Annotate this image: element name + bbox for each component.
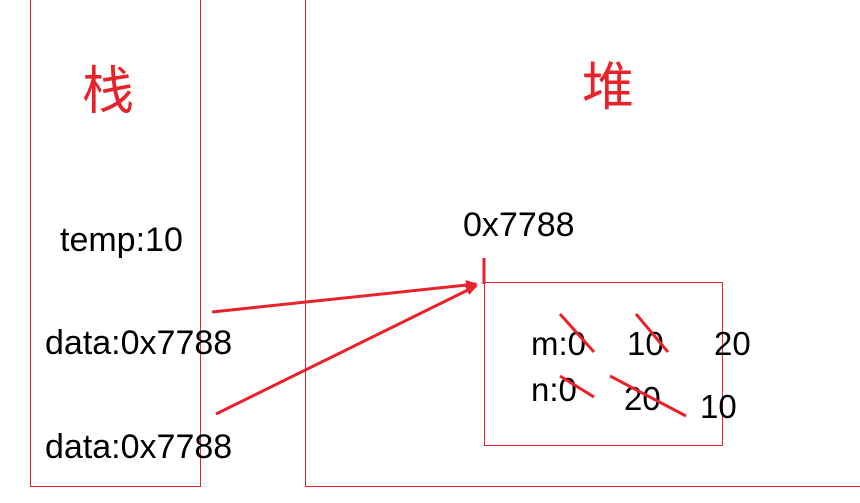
heap-object-box xyxy=(484,282,723,446)
heap-region xyxy=(305,0,860,487)
field-n-value-2: 10 xyxy=(700,388,737,425)
temp-variable: temp:10 xyxy=(60,221,183,259)
data-reference-2: data:0x7788 xyxy=(45,428,233,466)
data-reference-1: data:0x7788 xyxy=(45,324,233,362)
field-n-value-1: 20 xyxy=(624,380,661,417)
field-m-label: m:0 xyxy=(531,325,587,362)
stack-title: 栈 xyxy=(82,62,135,122)
stack-region xyxy=(30,0,201,487)
field-m-value-2: 20 xyxy=(714,325,751,362)
heap-title: 堆 xyxy=(582,58,635,118)
field-m-value-1: 10 xyxy=(627,325,664,362)
heap-object-address: 0x7788 xyxy=(463,206,575,244)
field-n-label: n:0 xyxy=(531,371,577,408)
